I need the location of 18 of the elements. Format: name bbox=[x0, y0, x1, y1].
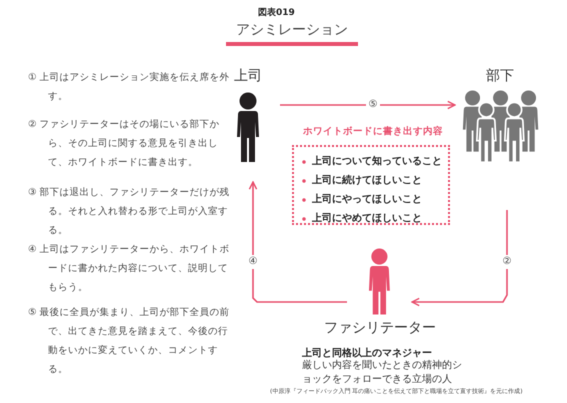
step-number: ② bbox=[500, 255, 514, 269]
title: アシミレーション bbox=[226, 20, 358, 46]
arrow bbox=[411, 210, 508, 306]
arrow bbox=[248, 181, 347, 303]
instruction-text: ④ 上司はファシリテーターから、ホワイトボードに書かれた内容について、説明してもらう。 bbox=[28, 243, 231, 295]
person-label: 上司 bbox=[233, 67, 263, 85]
instruction-text: ③ 部下は退出し、ファシリテーターだけが残る。それと入れ替わる形で上司が入室する。 bbox=[28, 186, 231, 238]
step-number: ④ bbox=[246, 255, 260, 269]
role-heading: 上司と同格以上のマネジャー bbox=[302, 346, 432, 360]
arrow bbox=[280, 100, 456, 110]
figure-number: 図表019 bbox=[258, 6, 295, 19]
instruction-text: ① 上司はアシミレーション実施を伝え席を外す。 bbox=[28, 71, 231, 104]
group-label: 部下 bbox=[485, 67, 515, 85]
instruction-text: ② ファシリテーターはその場にいる部下から、その上司に関する意見を引き出して、ホワイトボードに書き出す。 bbox=[28, 118, 221, 170]
box-heading: ホワイトボードに書き出す内容 bbox=[302, 125, 444, 138]
person-label: ファシリテーター bbox=[323, 319, 437, 337]
instruction-text: ⑤ 最後に全員が集まり、上司が部下全員の前で、出てきた意見を踏まえて、今後の行動をいかに変えていくか、コメントする。 bbox=[28, 306, 231, 377]
role-description: 厳しい内容を聞いたときの精神的ショックをフォローできる立場の人 bbox=[302, 359, 463, 387]
